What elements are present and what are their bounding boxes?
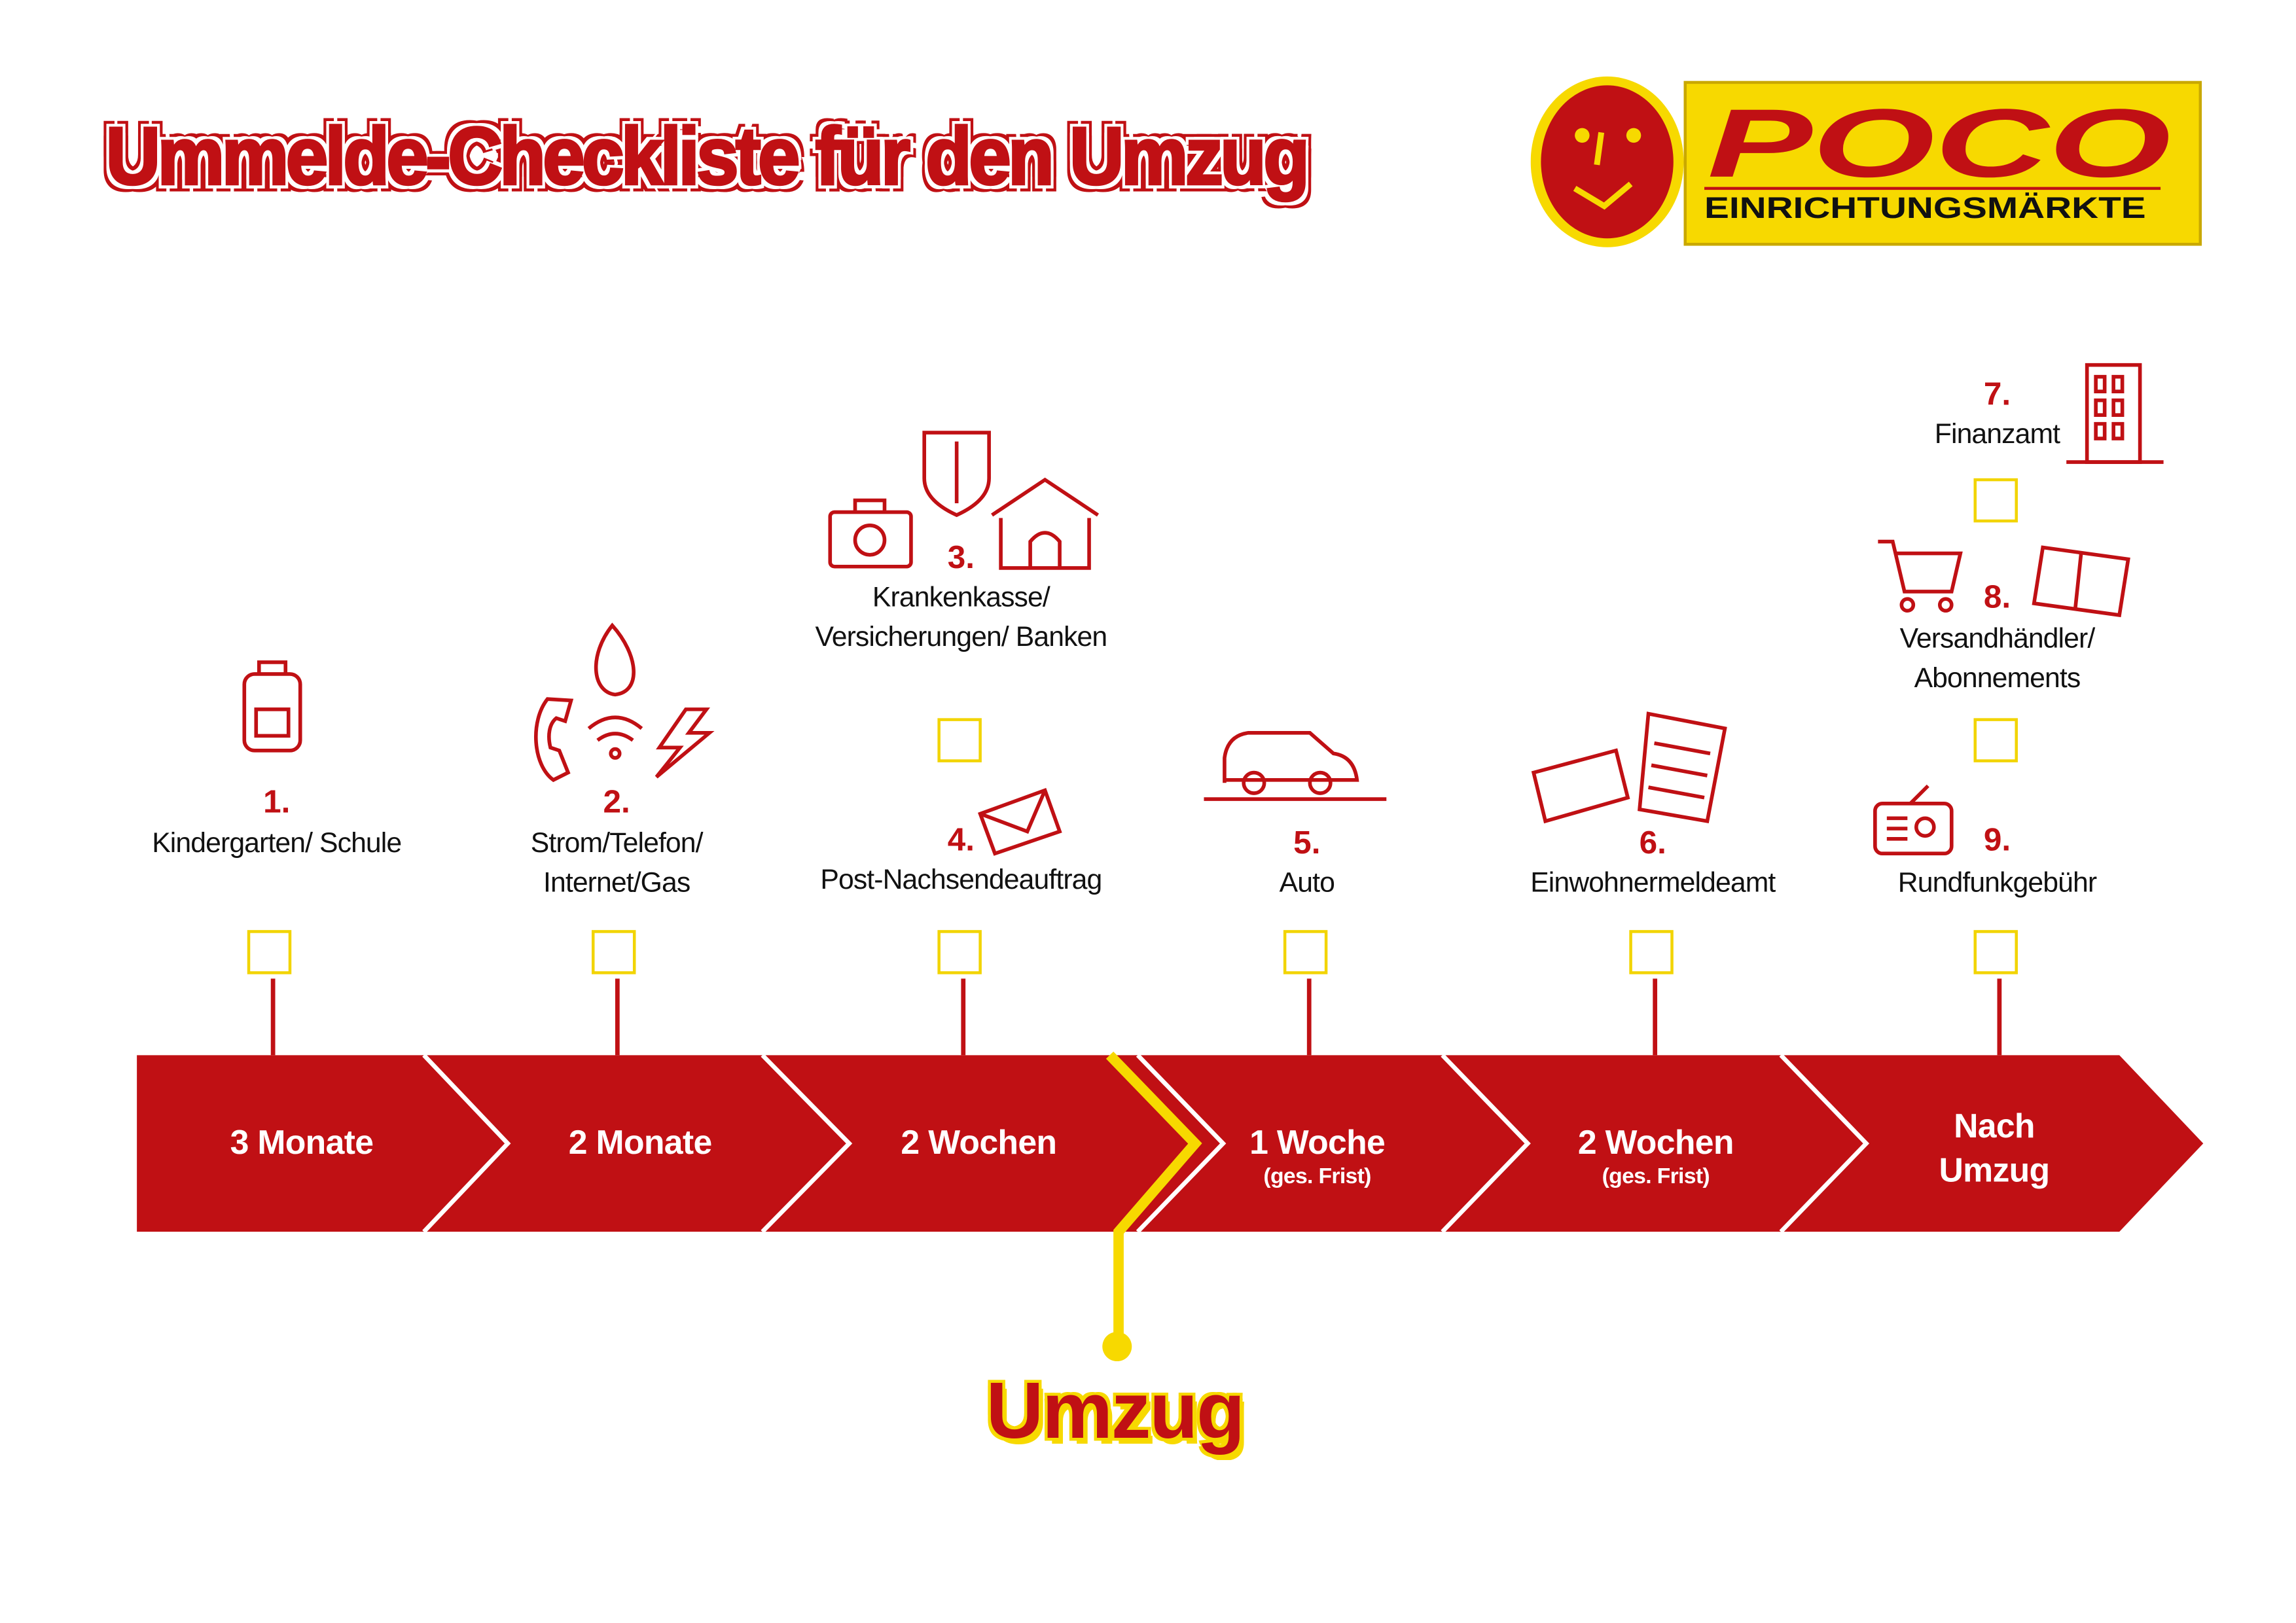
segment-label: 2 Wochen: [901, 1122, 1057, 1162]
item-label: Versandhändler/ Abonnements: [1899, 624, 2096, 695]
segment-label: 3 Monate: [230, 1122, 374, 1162]
moving-day-label: Umzug: [986, 1367, 1246, 1455]
id-card-icon: [1531, 711, 1727, 824]
checkbox-item-6[interactable]: [1629, 930, 1674, 974]
segment-sublabel: (ges. Frist): [1263, 1164, 1371, 1189]
cart-magazine-icon: [1878, 539, 2130, 618]
item-label: Post-Nachsendeauftrag: [820, 865, 1102, 897]
timeline-segment-5: 2 Wochen(ges. Frist): [1509, 1120, 1803, 1190]
connector-line: [1306, 978, 1311, 1056]
timeline-segment-6: Nach Umzug: [1913, 1104, 2075, 1192]
checkbox-item-9[interactable]: [1973, 930, 2018, 974]
timeline-segment-4: 1 Woche(ges. Frist): [1170, 1120, 1465, 1190]
item-number: 4.: [947, 821, 975, 858]
timeline-segment-2: 2 Monate: [493, 1120, 787, 1164]
radio-icon: [1873, 784, 1954, 856]
segment-label: 2 Monate: [568, 1122, 712, 1162]
item-number: 7.: [1983, 375, 2011, 412]
envelope-icon: [978, 787, 1062, 856]
timeline-segment-3: 2 Wochen: [832, 1120, 1126, 1164]
connector-line: [270, 978, 275, 1056]
checkbox-item-4[interactable]: [937, 930, 982, 974]
segment-label: 2 Wochen: [1577, 1122, 1734, 1162]
checkbox-item-1[interactable]: [247, 930, 292, 974]
segment-label: 1 Woche: [1249, 1122, 1386, 1162]
car-icon: [1204, 731, 1387, 801]
timeline-segment-1: 3 Monate: [154, 1120, 449, 1164]
svg-text:EINRICHTUNGSMÄRKTE: EINRICHTUNGSMÄRKTE: [1704, 191, 2146, 224]
item-number: 1.: [263, 783, 291, 820]
item-number: 5.: [1293, 824, 1321, 861]
svg-text:POCO: POCO: [1707, 90, 2170, 198]
item-number: 9.: [1983, 821, 2011, 858]
item-label: Rundfunkgebühr: [1897, 868, 2097, 899]
item-label: Auto: [1279, 868, 1335, 899]
office-building-icon: [2066, 363, 2164, 464]
poco-logo: POCO EINRICHTUNGSMÄRKTE: [1530, 76, 2202, 247]
item-label: Finanzamt: [1934, 419, 2060, 451]
item-label: Krankenkasse/ Versicherungen/ Banken: [815, 582, 1107, 654]
page-title: Ummelde-Checkliste für den Umzug: [105, 109, 1311, 203]
checkbox-item-2[interactable]: [591, 930, 636, 974]
item-label: Kindergarten/ Schule: [152, 829, 402, 860]
utilities-icon: [534, 622, 715, 783]
connector-line: [1997, 978, 2001, 1056]
backpack-icon: [242, 660, 302, 753]
checkbox-item-3[interactable]: [937, 718, 982, 762]
item-label: Strom/Telefon/ Internet/Gas: [530, 829, 704, 899]
segment-sublabel: (ges. Frist): [1602, 1164, 1710, 1189]
moving-day-marker: [1102, 1332, 1132, 1362]
checkbox-item-8[interactable]: [1973, 718, 2018, 762]
insurance-bank-icon: [828, 431, 1100, 570]
checkbox-item-7[interactable]: [1973, 478, 2018, 523]
item-number: 6.: [1639, 824, 1666, 861]
item-number: 2.: [603, 783, 630, 820]
item-number: 3.: [947, 539, 975, 576]
segment-label: Nach Umzug: [1939, 1107, 2050, 1189]
connector-line: [961, 978, 965, 1056]
item-number: 8.: [1983, 578, 2011, 615]
item-icons: [242, 363, 2164, 856]
connector-line: [615, 978, 619, 1056]
connector-line: [1653, 978, 1657, 1056]
item-label: Einwohnermeldeamt: [1530, 868, 1776, 899]
checkbox-item-5[interactable]: [1283, 930, 1328, 974]
